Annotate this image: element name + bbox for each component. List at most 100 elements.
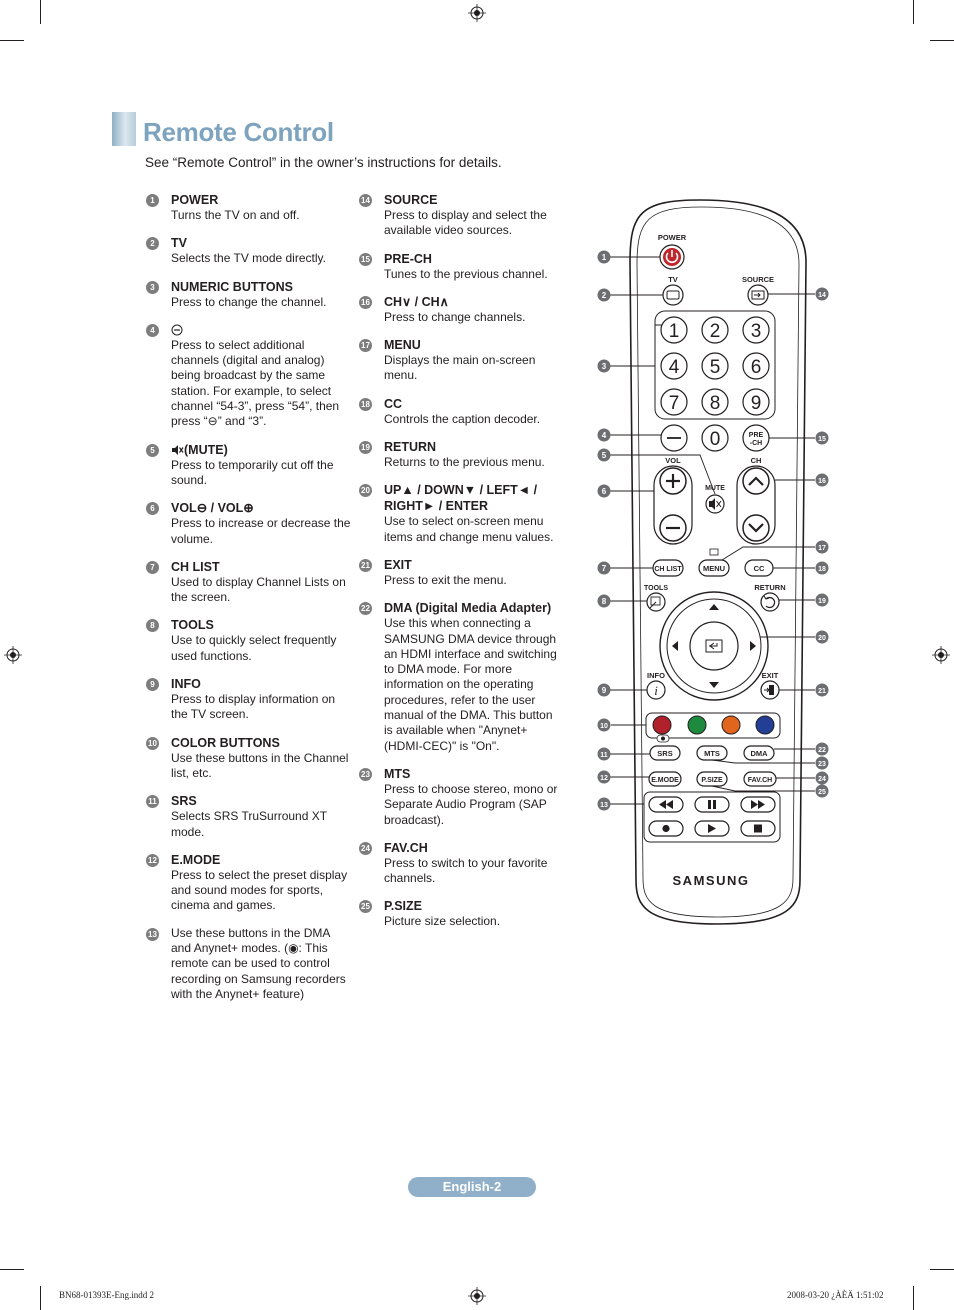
mts-button[interactable]: MTS [696,745,728,761]
ch-list-button[interactable]: CH LIST [652,559,684,577]
callout-number: 21 [818,688,826,695]
item-number: 3 [146,280,159,294]
green-button[interactable] [687,715,707,735]
remote-diagram: POWER TV SOURCE 1 2 3 4 5 6 7 8 9 0 PRE … [597,199,829,925]
digit-button-7[interactable]: 7 [660,388,688,416]
ch-up-button[interactable] [742,467,770,495]
favch-button[interactable]: FAV.CH [743,771,777,787]
list-item: 13 Use these buttons in the DMA and Anyn… [146,926,351,1002]
callout-number: 2 [602,291,607,300]
play-button[interactable] [694,820,730,837]
item-title: (MUTE) [171,442,351,458]
item-number: 20 [359,484,372,498]
digit-button-5[interactable]: 5 [701,352,729,380]
digit-button-0[interactable]: 0 [701,424,729,452]
red-button[interactable] [652,715,672,735]
digit-button-4[interactable]: 4 [660,352,688,380]
item-title: TV [171,236,187,251]
dash-button[interactable] [660,424,688,452]
list-item: 8 TOOLS Use to quickly select frequently… [146,617,351,664]
callout-number: 3 [602,362,607,371]
power-button[interactable] [659,244,685,270]
exit-label: EXIT [762,671,779,680]
return-button[interactable] [760,592,780,612]
pause-button[interactable] [694,796,730,813]
orange-button[interactable] [721,715,741,735]
record-indicator-icon [656,734,670,743]
source-button[interactable] [747,284,769,306]
item-number: 16 [359,295,372,309]
page-subtitle: See “Remote Control” in the owner’s inst… [145,155,502,170]
callout-10: 10 [597,718,611,732]
vol-down-button[interactable] [659,514,687,542]
tools-button[interactable] [646,592,666,612]
item-title: MTS [384,766,411,781]
list-item: 14 SOURCE Press to display and select th… [359,192,564,239]
callout-number: 5 [602,451,607,460]
color-buttons-frame [645,712,781,739]
digit-button-6[interactable]: 6 [742,352,770,380]
digit-button-1[interactable]: 1 [660,316,688,344]
digit-button-9[interactable]: 9 [742,388,770,416]
callout-13: 13 [597,797,611,811]
callout-number: 16 [818,478,826,485]
blue-button[interactable] [755,715,775,735]
info-label: INFO [647,671,665,680]
cc-button[interactable]: CC [744,559,774,577]
callout-2: 2 [597,288,611,302]
list-item: 23 MTS Press to choose stereo, mono or S… [359,766,564,828]
fast-forward-button[interactable] [740,796,776,813]
item-title: UP▲ / DOWN▼ / LEFT◄ / RIGHT► / ENTER [384,483,538,514]
info-button[interactable]: i [646,680,666,700]
enter-button[interactable] [689,621,739,671]
menu-button[interactable]: MENU [698,559,730,577]
registration-mark-icon [4,646,22,664]
psize-button[interactable]: P.SIZE [696,771,728,787]
mute-button[interactable] [705,494,725,514]
page-title: Remote Control [143,117,334,147]
callout-4: 4 [597,428,611,442]
tv-button[interactable] [662,284,684,306]
callout-8: 8 [597,594,611,608]
rewind-button[interactable] [648,796,684,813]
record-button[interactable] [648,820,684,837]
item-description: Selects the TV mode directly. [171,251,326,266]
list-item: 19 RETURN Returns to the previous menu. [359,439,564,470]
digit-label: 6 [751,357,762,378]
item-title: TOOLS [171,618,214,633]
vol-up-button[interactable] [659,467,687,495]
dma-button[interactable]: DMA [743,745,775,761]
vol-label: VOL [665,456,681,465]
stop-button[interactable] [740,820,776,837]
item-description: Displays the main on-screen menu. [384,353,536,383]
item-description: Returns to the previous menu. [384,455,545,470]
mute-icon [172,444,184,455]
item-description: Press to choose stereo, mono or Separate… [384,781,558,827]
callout-23: 23 [815,756,829,770]
pre-ch-button[interactable]: PRE -CH [742,424,770,452]
callout-12: 12 [597,770,611,784]
digit-label: 7 [669,393,680,414]
callout-19: 19 [815,593,829,607]
list-item: 7 CH LIST Used to display Channel Lists … [146,559,351,606]
emode-button[interactable]: E.MODE [648,771,682,787]
return-label: RETURN [754,583,785,592]
item-number: 18 [359,397,372,411]
item-number: 19 [359,441,372,455]
dash-icon [171,324,183,336]
srs-button[interactable]: SRS [649,745,681,761]
digit-button-3[interactable]: 3 [742,316,770,344]
callout-number: 17 [818,545,826,552]
ch-down-button[interactable] [742,514,770,542]
digit-button-2[interactable]: 2 [701,316,729,344]
item-number: 23 [359,767,372,781]
file-slug: BN68-01393E-Eng.indd 2 [59,1290,154,1300]
digit-label: 3 [751,321,762,342]
item-number: 6 [146,502,159,516]
item-title: CH LIST [171,559,220,574]
item-title: MENU [384,338,421,353]
digit-button-8[interactable]: 8 [701,388,729,416]
crop-mark [913,0,914,24]
crop-mark [0,40,24,41]
exit-button[interactable] [760,680,780,700]
